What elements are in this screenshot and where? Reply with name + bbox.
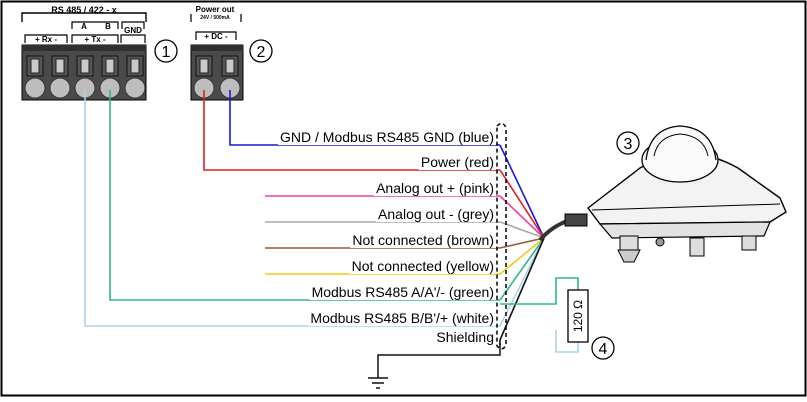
callout-3 bbox=[616, 131, 640, 155]
wire-label-shield: Shielding bbox=[436, 329, 494, 345]
rs485-connector: RS 485 / 422 - x A B + Rx - + Tx - GND bbox=[21, 5, 178, 101]
wire-fan-yellow bbox=[499, 237, 545, 275]
wire-label-green: Modbus RS485 A/A'/- (green) bbox=[312, 284, 494, 300]
power-connector-title: Power out bbox=[196, 5, 235, 14]
wire-label-white: Modbus RS485 B/B'/+ (white) bbox=[310, 310, 494, 326]
ground-connection bbox=[368, 343, 501, 389]
wire-labels: GND / Modbus RS485 GND (blue) Power (red)… bbox=[278, 129, 496, 345]
wire-fan-red bbox=[499, 169, 545, 239]
wire-label-blue: GND / Modbus RS485 GND (blue) bbox=[280, 129, 494, 145]
callout-1 bbox=[154, 39, 178, 63]
wire-fan-brown bbox=[499, 237, 545, 249]
wire-label-red: Power (red) bbox=[421, 154, 494, 170]
termination-resistor: 120 Ω 4 bbox=[567, 289, 615, 360]
callout-2-label: 2 bbox=[257, 44, 266, 61]
callout-3-label: 3 bbox=[624, 136, 633, 153]
rs-label-b: B bbox=[105, 22, 111, 31]
wire-red bbox=[203, 90, 500, 171]
rs-label-rx: + Rx - bbox=[35, 35, 57, 44]
wire-fan-shield bbox=[499, 237, 545, 341]
rs-label-a: A bbox=[81, 22, 87, 31]
rs-label-gnd: GND bbox=[124, 26, 142, 35]
rs-connector-title: RS 485 / 422 - x bbox=[51, 5, 117, 15]
power-connector: Power out 24V / 500mA + DC - 2 bbox=[190, 5, 273, 101]
wire-label-grey: Analog out - (grey) bbox=[378, 206, 494, 222]
wire-fan-blue bbox=[499, 144, 545, 239]
wire-fan-white bbox=[499, 237, 545, 327]
power-connector-subtitle: 24V / 500mA bbox=[200, 15, 230, 21]
callout-4 bbox=[591, 336, 615, 360]
wire-label-brown: Not connected (brown) bbox=[352, 232, 494, 248]
power-label-dc: + DC - bbox=[204, 32, 228, 41]
callout-4-label: 4 bbox=[599, 341, 608, 358]
wire-label-yellow: Not connected (yellow) bbox=[352, 258, 494, 274]
resistor-lead-white bbox=[555, 330, 579, 353]
resistor-lead-green bbox=[500, 277, 579, 305]
wire-label-pink: Analog out + (pink) bbox=[376, 180, 494, 196]
rs-label-tx: + Tx - bbox=[84, 35, 105, 44]
pyranometer-sensor bbox=[538, 125, 787, 263]
callout-2 bbox=[249, 39, 273, 63]
wire-fan-pink bbox=[499, 195, 545, 239]
wire-fan-grey bbox=[499, 221, 545, 239]
callout-1-label: 1 bbox=[162, 44, 171, 61]
wire-fan-green bbox=[499, 237, 545, 301]
resistor-value: 120 Ω bbox=[571, 300, 585, 332]
